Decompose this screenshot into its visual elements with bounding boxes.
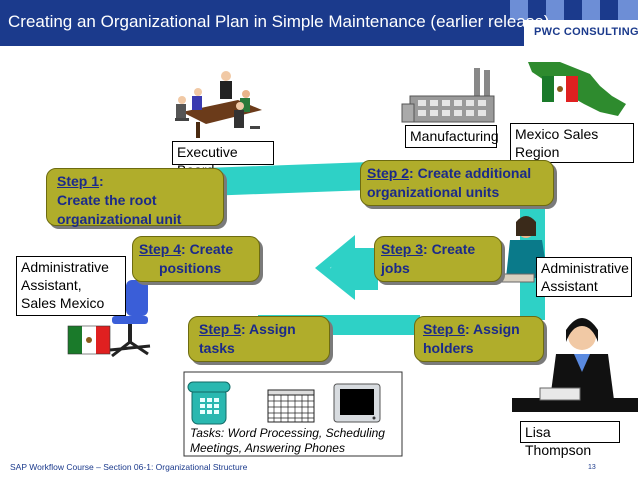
mexico-sales-line1: Mexico Sales [515, 126, 599, 142]
factory-icon [401, 68, 495, 123]
step-5-line1: : Assign [241, 321, 296, 337]
step-6-heading: Step 6 [423, 321, 466, 337]
mexico-sales-line2: Region [515, 144, 560, 160]
step-6-line2: holders [423, 340, 474, 356]
step-6-line1: : Assign [465, 321, 520, 337]
admin-left-line1: Administrative [21, 259, 109, 275]
admin-right-line2: Assistant [541, 278, 598, 294]
header-decor-square [582, 0, 600, 20]
slide-title: Creating an Organizational Plan in Simpl… [8, 12, 550, 31]
step-1-line1: Create the root [57, 192, 157, 208]
step-4-box: Step 4: Create positions [132, 236, 260, 282]
step-3-line2: jobs [381, 260, 410, 276]
phone-icon [187, 381, 231, 425]
page-number: 13 [588, 464, 596, 471]
admin-assistant-label: Administrative Assistant [536, 257, 632, 297]
step-3-heading: Step 3 [381, 241, 424, 257]
mexico-map-icon [528, 62, 626, 116]
step-5-box: Step 5: Assign tasks [188, 316, 330, 362]
brand-area [524, 20, 638, 46]
executive-board-icon [175, 71, 262, 138]
admin-assistant-sales-mexico-label: Administrative Assistant, Sales Mexico [16, 256, 126, 316]
person-lisa-icon [512, 318, 638, 412]
step-1-line2: organizational unit [57, 211, 182, 227]
footer-text: SAP Workflow Course – Section 06-1: Orga… [10, 462, 248, 472]
header-decor-square [510, 0, 528, 20]
step-2-line1: : Create additional [409, 165, 532, 181]
step-4-line1: : Create [181, 241, 234, 257]
step-4-line2: positions [159, 260, 222, 276]
step-5-line2: tasks [199, 340, 235, 356]
tasks-description: Tasks: Word Processing, Scheduling Meeti… [190, 426, 385, 456]
step-2-box: Step 2: Create additional organizational… [360, 160, 554, 206]
monitor-icon [333, 383, 381, 423]
admin-left-line3: Sales Mexico [21, 295, 105, 311]
mexico-flag-icon [67, 325, 111, 355]
calendar-icon [267, 389, 315, 423]
step-2-line2: organizational units [367, 184, 500, 200]
office-chair-icon [109, 280, 151, 358]
step-5-heading: Step 5 [199, 321, 242, 337]
step-3-box: Step 3: Create jobs [374, 236, 502, 282]
step-1-heading: Step 1 [57, 173, 100, 189]
admin-left-line2: Assistant, [21, 277, 82, 293]
step-6-box: Step 6: Assign holders [414, 316, 544, 362]
mexico-sales-region-label: Mexico Sales Region [510, 123, 634, 163]
step-3-line1: : Create [423, 241, 476, 257]
step-2-heading: Step 2 [367, 165, 410, 181]
header-decor-square [618, 0, 638, 20]
tasks-line2: Meetings, Answering Phones [190, 441, 345, 455]
header-decor-square [546, 0, 564, 20]
tasks-line1: Tasks: Word Processing, Scheduling [190, 426, 385, 440]
executive-board-label: Executive Board [172, 141, 274, 178]
brand-logo: PWC CONSULTING [534, 26, 638, 38]
manufacturing-label: Manufacturing [405, 125, 499, 148]
lisa-thompson-label: Lisa Thompson [520, 421, 620, 458]
arrow-middle-band [330, 248, 378, 290]
arrow-top-band [205, 162, 370, 196]
admin-right-line1: Administrative [541, 260, 629, 276]
step-4-heading: Step 4 [139, 241, 182, 257]
step-1-box: Step 1: Create the root organizational u… [46, 168, 224, 227]
